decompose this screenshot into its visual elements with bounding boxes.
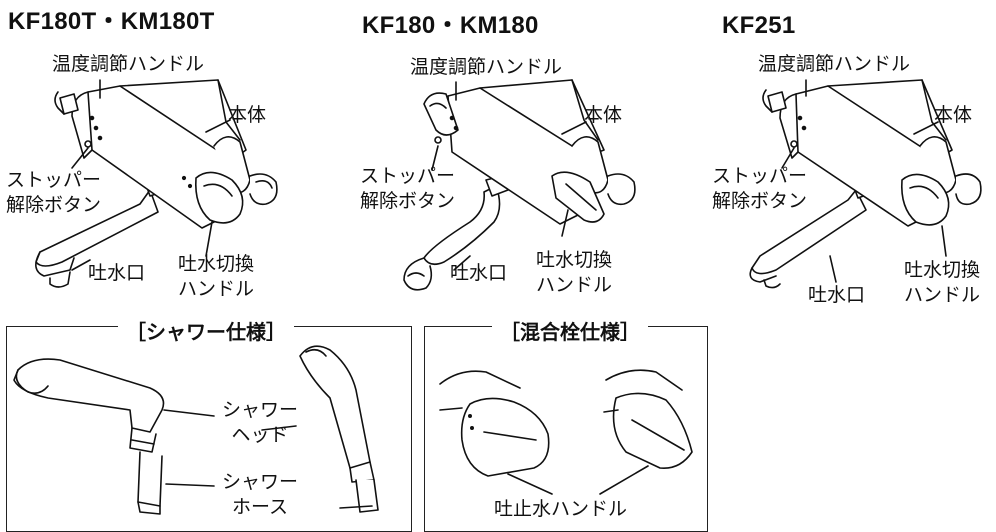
faucet-kf251-drawing: [749, 79, 982, 289]
label-kf180t-body: 本体: [228, 104, 267, 126]
label-mixer-handle: 吐止水ハンドル: [494, 498, 628, 520]
model-title-kf251: KF251: [722, 12, 796, 39]
label-kf180-body: 本体: [584, 104, 623, 126]
label-kf251-temp-handle: 温度調節ハンドル: [758, 53, 911, 75]
faucet-kf180t-drawing: [35, 79, 278, 288]
label-kf180-stopper: ストッパー 解除ボタン: [360, 165, 456, 212]
label-kf180-temp-handle: 温度調節ハンドル: [410, 56, 563, 78]
label-shower-hose: シャワー ホース: [222, 471, 299, 518]
mixer-spec-title: ［混合栓仕様］: [492, 316, 648, 345]
model-title-kf180t: KF180T・KM180T: [8, 8, 215, 35]
label-shower-head: シャワー ヘッド: [222, 399, 299, 446]
faucet-kf180-drawing: [403, 79, 636, 291]
label-kf180-switch-handle: 吐水切換 ハンドル: [536, 249, 613, 296]
label-kf180t-stopper: ストッパー 解除ボタン: [6, 169, 102, 216]
shower-spec-panel: [6, 326, 412, 532]
label-kf251-body: 本体: [934, 104, 973, 126]
label-kf251-spout: 吐水口: [808, 284, 866, 306]
label-kf180t-spout: 吐水口: [88, 262, 146, 284]
label-kf180-spout: 吐水口: [450, 262, 508, 284]
label-kf180t-temp-handle: 温度調節ハンドル: [52, 53, 205, 75]
shower-spec-title: ［シャワー仕様］: [118, 316, 294, 345]
mixer-handles-drawing: [439, 369, 693, 495]
label-kf251-stopper: ストッパー 解除ボタン: [712, 165, 808, 212]
shower-parts-drawing: [13, 345, 379, 515]
label-kf180t-switch-handle: 吐水切換 ハンドル: [178, 253, 255, 300]
label-kf251-switch-handle: 吐水切換 ハンドル: [904, 259, 981, 306]
model-title-kf180: KF180・KM180: [362, 12, 539, 39]
